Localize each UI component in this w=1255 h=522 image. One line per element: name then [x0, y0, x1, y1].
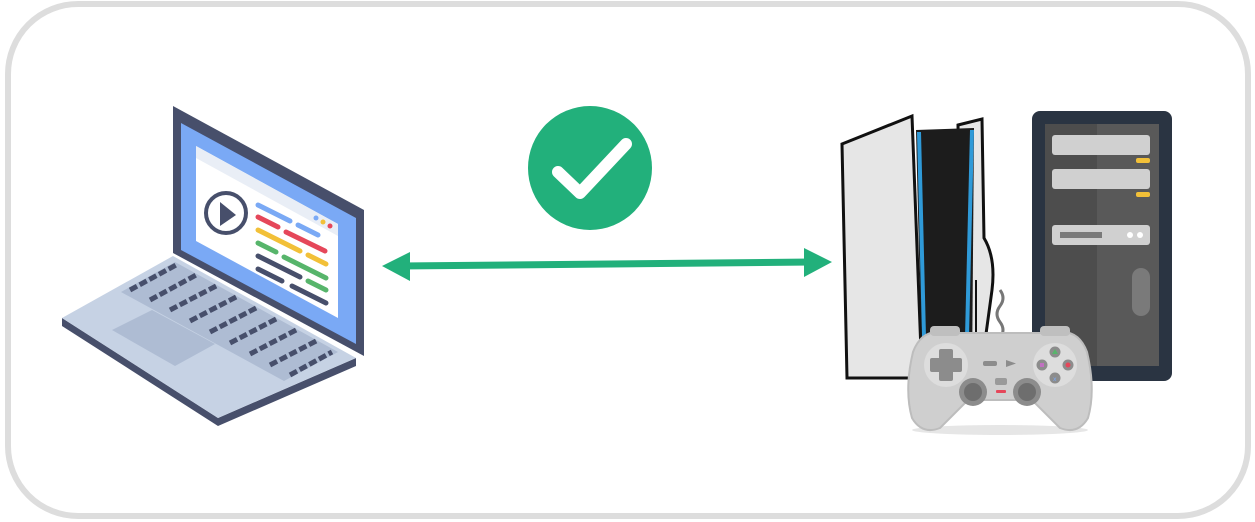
pc-tower-icon [1032, 111, 1172, 381]
laptop-icon [62, 106, 364, 426]
gamepad-icon: x [907, 326, 1093, 435]
svg-text:x: x [1053, 376, 1057, 383]
double-arrow-icon [382, 248, 832, 281]
check-circle-icon [528, 106, 652, 230]
